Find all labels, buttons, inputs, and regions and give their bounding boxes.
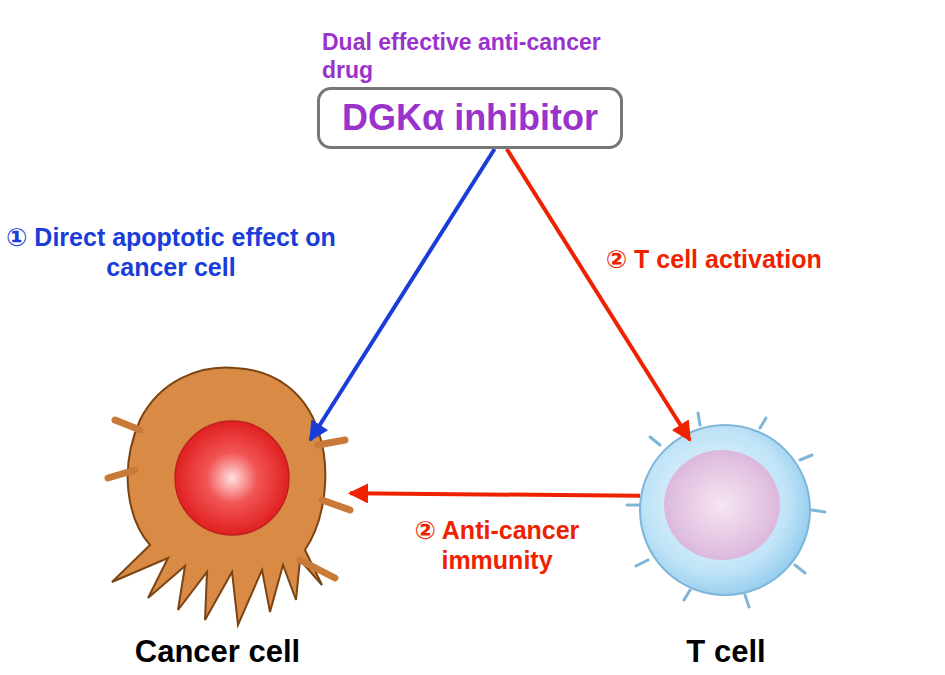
cell-name: T cell [640, 634, 812, 670]
t-cell-drawing [627, 413, 825, 607]
cell-node: Cancer cell [85, 440, 350, 672]
cell-node: T cell [640, 440, 812, 672]
cancer-cell-drawing [108, 368, 350, 625]
drug-box: Dual effective anti-cancer drugDGKα inhi… [317, 87, 623, 149]
cell-name: Cancer cell [85, 634, 350, 670]
box-heading: Dual effective anti-cancer drug [322, 28, 652, 84]
edge-label: ② Anti-cancer immunity [372, 515, 622, 575]
arrow-connector [310, 149, 494, 440]
edge-label: ① Direct apoptotic effect on cancer cell [6, 222, 336, 282]
edge-label: ② T cell activation [606, 244, 942, 274]
arrow-connector [507, 149, 690, 440]
box-text: DGKα inhibitor [342, 96, 598, 140]
arrow-connector [350, 493, 640, 495]
